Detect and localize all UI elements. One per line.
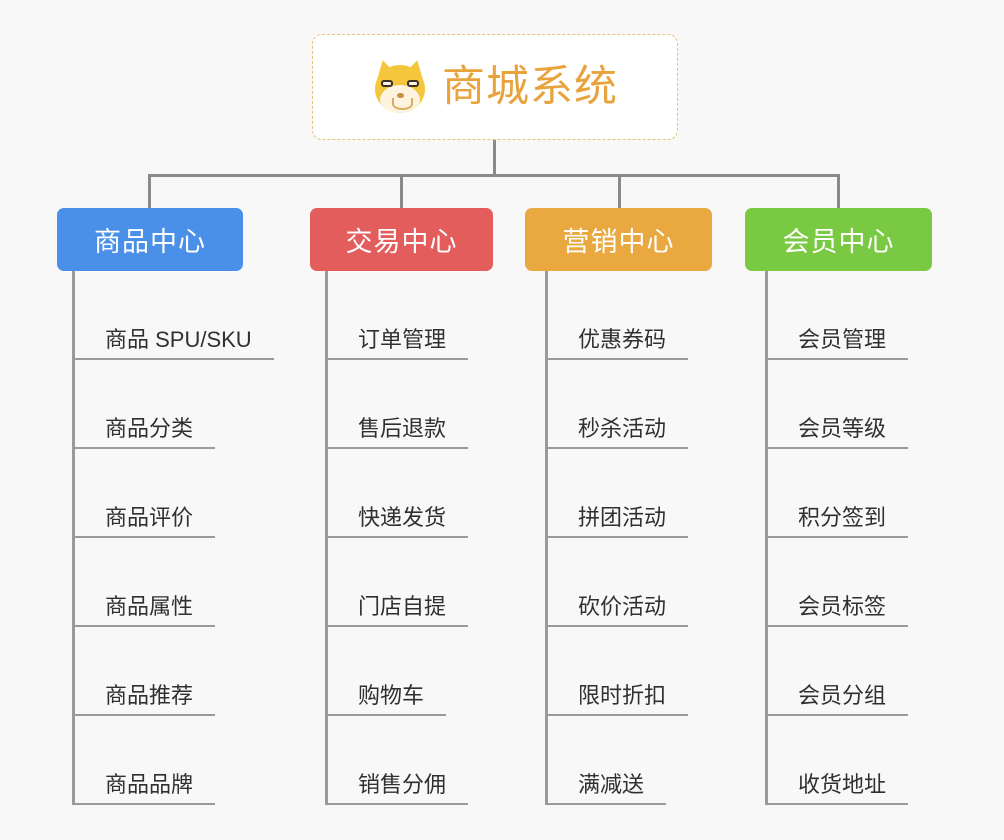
leaf-item[interactable]: 积分签到	[768, 449, 909, 538]
leaf-item-label: 门店自提	[328, 593, 469, 627]
leaf-item[interactable]: 商品分类	[75, 360, 216, 449]
branch-box-0[interactable]: 商品中心	[57, 208, 243, 271]
leaf-item[interactable]: 会员等级	[768, 360, 909, 449]
connector-drop-1	[148, 174, 151, 210]
leaf-item[interactable]: 满减送	[548, 716, 667, 805]
leaf-item-label: 购物车	[328, 682, 447, 716]
connector-horizontal-bus	[148, 174, 840, 177]
leaf-item-label: 拼团活动	[548, 504, 689, 538]
leaf-item[interactable]: 优惠券码	[548, 271, 689, 360]
leaf-item-label: 会员分组	[768, 682, 909, 716]
root-node-mall-system[interactable]: 商城系统	[312, 34, 678, 140]
branch-label-3: 会员中心	[782, 227, 895, 257]
branch-box-1[interactable]: 交易中心	[310, 208, 493, 271]
leaf-item[interactable]: 商品推荐	[75, 627, 216, 716]
leaf-item-label: 商品 SPU/SKU	[75, 326, 274, 360]
branch-box-2[interactable]: 营销中心	[525, 208, 712, 271]
connector-drop-4	[837, 174, 840, 210]
leaf-item[interactable]: 会员标签	[768, 538, 909, 627]
leaf-item-label: 积分签到	[768, 504, 909, 538]
root-node-title: 商城系统	[442, 62, 618, 111]
leaf-item-label: 商品品牌	[75, 771, 216, 805]
leaf-item[interactable]: 售后退款	[328, 360, 469, 449]
shiba-dog-face-icon	[372, 57, 428, 115]
leaf-item-label: 销售分佣	[328, 771, 469, 805]
leaf-item-label: 商品评价	[75, 504, 216, 538]
leaf-item[interactable]: 快递发货	[328, 449, 469, 538]
leaf-item[interactable]: 购物车	[328, 627, 447, 716]
leaf-item-label: 收货地址	[768, 771, 909, 805]
leaf-item-label: 商品分类	[75, 415, 216, 449]
leaf-item[interactable]: 收货地址	[768, 716, 909, 805]
leaf-item[interactable]: 商品品牌	[75, 716, 216, 805]
leaf-item[interactable]: 商品属性	[75, 538, 216, 627]
leaf-item-label: 订单管理	[328, 326, 469, 360]
leaf-item[interactable]: 商品评价	[75, 449, 216, 538]
connector-drop-2	[400, 174, 403, 210]
leaf-item[interactable]: 门店自提	[328, 538, 469, 627]
leaf-item[interactable]: 砍价活动	[548, 538, 689, 627]
leaf-stem-2	[545, 271, 548, 805]
branch-label-0: 商品中心	[94, 227, 206, 257]
leaf-item-label: 限时折扣	[548, 682, 689, 716]
leaf-item-label: 会员管理	[768, 326, 909, 360]
leaf-item[interactable]: 商品 SPU/SKU	[75, 271, 274, 360]
leaf-item[interactable]: 秒杀活动	[548, 360, 689, 449]
branch-label-2: 营销中心	[562, 227, 675, 257]
leaf-item[interactable]: 会员分组	[768, 627, 909, 716]
leaf-item[interactable]: 销售分佣	[328, 716, 469, 805]
leaf-item-label: 会员等级	[768, 415, 909, 449]
leaf-item-label: 商品属性	[75, 593, 216, 627]
connector-drop-3	[618, 174, 621, 210]
leaf-item[interactable]: 拼团活动	[548, 449, 689, 538]
leaf-item-label: 会员标签	[768, 593, 909, 627]
leaf-item-label: 秒杀活动	[548, 415, 689, 449]
leaf-item-label: 满减送	[548, 771, 667, 805]
leaf-item-label: 售后退款	[328, 415, 469, 449]
leaf-item-label: 砍价活动	[548, 593, 689, 627]
leaf-stem-1	[325, 271, 328, 805]
branch-box-3[interactable]: 会员中心	[745, 208, 932, 271]
leaf-stem-3	[765, 271, 768, 805]
leaf-stem-0	[72, 271, 75, 805]
leaf-item-label: 优惠券码	[548, 326, 689, 360]
leaf-item-label: 快递发货	[328, 504, 469, 538]
branch-label-1: 交易中心	[345, 227, 458, 257]
leaf-item[interactable]: 订单管理	[328, 271, 469, 360]
leaf-item-label: 商品推荐	[75, 682, 216, 716]
connector-root-stem	[493, 140, 496, 176]
leaf-item[interactable]: 会员管理	[768, 271, 909, 360]
leaf-item[interactable]: 限时折扣	[548, 627, 689, 716]
